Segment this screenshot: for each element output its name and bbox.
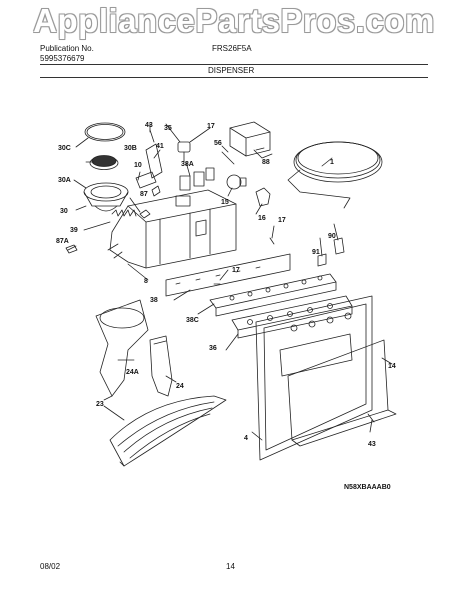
part-screw-17-a [269,237,275,245]
callout-24a: 24A [126,369,139,376]
callout-35: 35 [164,125,172,132]
part-clip-87a [65,244,78,254]
callout-41: 41 [156,143,164,150]
callout-10: 10 [134,162,142,169]
callout-36: 36 [209,345,217,352]
callout-24: 24 [176,383,184,390]
callout-90: 90 [328,233,336,240]
footer-page-number: 14 [226,562,235,571]
callout-38a: 38A [181,161,194,168]
callout-17-top: 17 [207,123,215,130]
header-rule-bottom [40,77,428,78]
part-bracket-91 [317,253,327,267]
part-bracket-90 [333,237,345,255]
header-rule-top [40,64,428,65]
callout-39: 39 [70,227,78,234]
part-front-panel-4 [255,295,373,461]
part-board-38 [165,253,291,297]
callout-30b: 30B [124,145,137,152]
callout-88: 88 [262,159,270,166]
figure-code: N58XBAAAB0 [344,484,391,491]
callout-16: 16 [258,215,266,222]
part-disc-30b [89,155,119,170]
callout-56: 56 [214,140,222,147]
callout-30c: 30C [58,145,71,152]
part-screw-56 [221,151,235,165]
callout-43-bottom: 43 [368,441,376,448]
part-solenoid-35 [177,141,191,163]
callout-87a: 87A [56,238,69,245]
callout-8: 8 [144,278,148,285]
part-arm-24 [149,335,173,397]
callout-17-mid: 17 [278,217,286,224]
part-overlay-14 [287,339,397,447]
callout-17-board: 17 [232,267,240,274]
callout-14: 14 [388,363,396,370]
callout-15: 15 [221,199,229,206]
part-button-panel-36 [231,295,353,339]
part-funnel-30a [83,182,129,212]
part-tubing-1 [287,141,383,209]
callout-30: 30 [60,208,68,215]
part-clip-87 [139,209,151,219]
part-screw-43-bottom [367,413,375,423]
part-module-88 [229,121,273,159]
part-spring-39 [111,209,137,217]
part-flap-10 [135,171,157,189]
part-bulb-15 [226,174,247,190]
part-housing-8 [107,189,237,269]
part-screw-43-top [149,129,155,143]
part-ring-30c [84,122,126,142]
part-bracket-41 [145,143,163,197]
part-drip-tray-23 [109,395,227,467]
watermark-logo: AppliancePartsPros.com [33,2,435,39]
callout-38c: 38C [186,317,199,324]
part-socket-16 [255,187,271,207]
section-title: DISPENSER [208,66,255,75]
callout-4: 4 [244,435,248,442]
callout-43-top: 43 [145,122,153,129]
callout-30a: 30A [58,177,71,184]
callout-1: 1 [330,159,334,166]
callout-23: 23 [96,401,104,408]
model-number: FRS26F5A [212,44,252,53]
callout-38: 38 [150,297,158,304]
callout-87: 87 [140,191,148,198]
publication-number: 5995376679 [40,54,85,63]
callout-91: 91 [312,249,320,256]
footer-date: 08/02 [40,562,61,571]
part-switch-strip-38c [209,273,337,317]
part-switches-38a [179,167,215,191]
publication-label: Publication No. [40,44,94,53]
part-chute-24a [95,299,149,401]
